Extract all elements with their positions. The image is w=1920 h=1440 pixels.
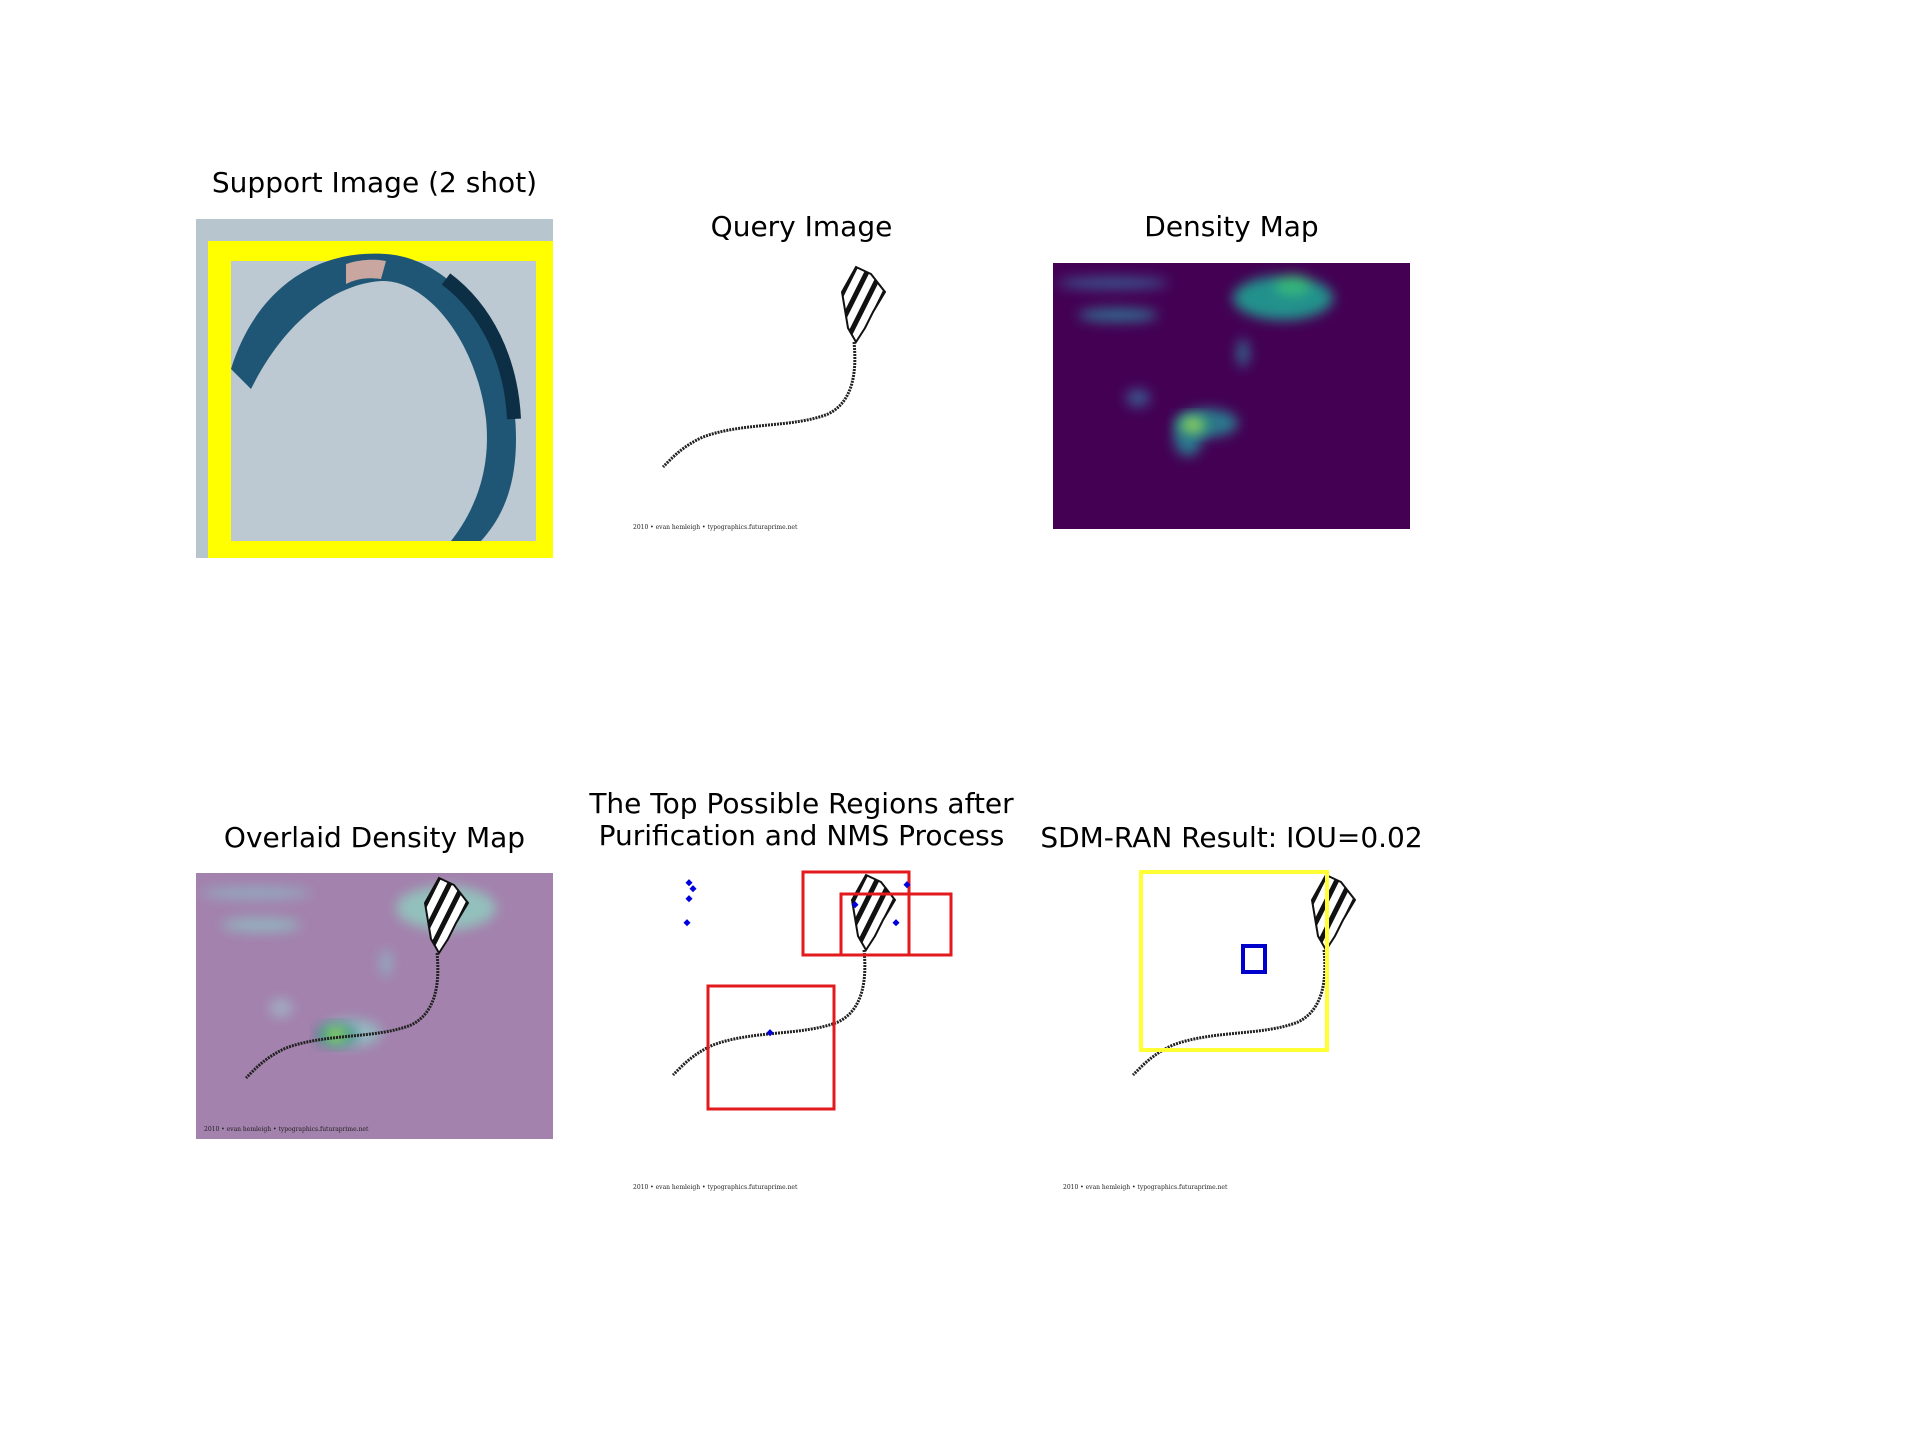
svg-text:2010 • evan hemleigh • typogra: 2010 • evan hemleigh • typographics.futu… <box>633 524 798 531</box>
point-marker <box>683 919 691 927</box>
query-image-title: Query Image <box>710 210 893 243</box>
kite-icon <box>663 262 894 467</box>
point-marker <box>689 885 697 893</box>
query-image: 2010 • evan hemleigh • typographics.futu… <box>623 262 980 534</box>
density-map <box>1053 263 1410 529</box>
density-map-title: Density Map <box>1144 210 1319 243</box>
predicted-box <box>1241 944 1267 974</box>
point-marker <box>685 895 693 903</box>
support-image <box>196 219 553 558</box>
overlaid-density-title: Overlaid Density Map <box>223 821 526 854</box>
svg-text:2010 • evan hemleigh • typogra: 2010 • evan hemleigh • typographics.futu… <box>633 1184 798 1191</box>
regions-panel: 2010 • evan hemleigh • typographics.futu… <box>623 870 980 1200</box>
region-box <box>706 984 836 1111</box>
point-marker <box>766 1029 774 1037</box>
point-marker <box>685 879 693 887</box>
support-image-title: Support Image (2 shot) <box>211 166 538 199</box>
point-marker <box>892 919 900 927</box>
regions-title: The Top Possible Regions after Purificat… <box>580 788 1023 852</box>
regions-title-line2: Purification and NMS Process <box>598 819 1005 852</box>
result-panel: 2010 • evan hemleigh • typographics.futu… <box>1053 870 1410 1200</box>
result-title: SDM-RAN Result: IOU=0.02 <box>1040 821 1423 854</box>
overlaid-density-map: 2010 • evan hemleigh • typographics.futu… <box>196 873 553 1139</box>
svg-text:2010 • evan hemleigh • typogra: 2010 • evan hemleigh • typographics.futu… <box>204 1126 369 1133</box>
region-box <box>839 892 953 957</box>
regions-title-line1: The Top Possible Regions after <box>589 787 1014 820</box>
ground-truth-box <box>1139 870 1329 1052</box>
svg-text:2010 • evan hemleigh • typogra: 2010 • evan hemleigh • typographics.futu… <box>1063 1184 1228 1191</box>
